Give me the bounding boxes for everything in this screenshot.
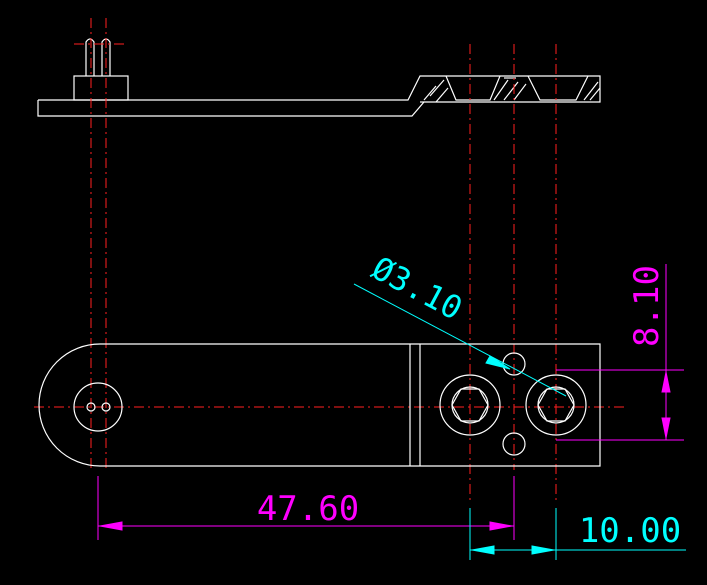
dimension-diameter-leader [353,283,567,397]
hole-2-hex [537,388,575,422]
side-view [37,38,601,117]
side-view-countersink-2 [527,75,589,101]
hatch-line [435,87,449,103]
dimension-8-10 [556,264,684,441]
dimension-text-8-10: 8.10 [627,265,667,347]
side-view-countersink-1 [445,75,501,101]
arrowhead [531,545,555,555]
hole-1-hex [451,388,489,422]
top-view-outline [38,343,601,467]
pin-hole-right [101,402,111,412]
center-lines [34,18,624,500]
dimension-text-10-00: 10.00 [579,511,681,551]
hatch-line [583,81,599,101]
small-hole-bottom [502,432,526,456]
dimension-text-47-60: 47.60 [257,489,359,529]
side-view-pin-left [85,38,95,76]
pin-hole-left [86,402,96,412]
arrowhead [489,521,513,531]
arrowhead [661,417,671,439]
hatch-line [589,87,601,101]
hole-1-outer [439,374,501,436]
hatch-line [493,79,509,101]
hatch-line [423,85,437,101]
side-view-pin-block [73,75,129,101]
side-view-plate-outline [37,75,601,117]
arrowhead [485,355,511,370]
hatch-line [503,81,519,101]
dimension-47-60 [97,476,515,540]
arrowhead [471,545,495,555]
hole-2-outer [525,374,587,436]
pin-boss-circle [73,382,123,432]
arrowhead [99,521,123,531]
leader-line [353,283,567,397]
dimension-10-00 [469,508,686,560]
hatch-line [513,83,527,101]
arrowhead [661,371,671,393]
hatch-line [429,79,445,97]
